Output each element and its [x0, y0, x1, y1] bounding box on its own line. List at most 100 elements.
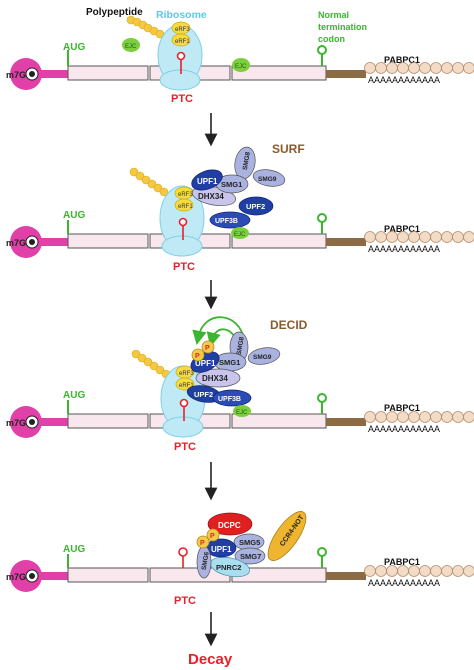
aug-label: AUG	[63, 390, 85, 401]
ejc-downstream	[233, 405, 251, 417]
polypeptide-chain	[129, 167, 169, 197]
smg9-label: SMG9	[253, 354, 272, 361]
pabpc1-label: PABPC1	[384, 557, 420, 567]
normal-stop-icon	[317, 393, 327, 403]
upf3b-protein	[212, 389, 252, 407]
phospho-label-2: P	[210, 533, 215, 540]
smg8-label: SMG8	[242, 151, 252, 171]
upf2-label: UPF2	[194, 390, 213, 399]
m7g-cap: m7G	[6, 560, 42, 592]
erf1-label: eRF1	[178, 204, 193, 210]
polya-tail: AAAAAAAAAAAA	[368, 244, 440, 254]
erf1-label: eRF1	[179, 383, 194, 389]
pabpc1-beads	[364, 565, 474, 577]
ejc-label-1: EJC	[125, 44, 137, 50]
normal-termination-line-3: codon	[318, 34, 345, 44]
ptc-stop-icon	[178, 547, 188, 557]
mrna-strand	[36, 567, 366, 583]
ptc-stop-icon	[176, 51, 186, 61]
m7g-cap: m7G	[6, 58, 42, 90]
smg7-protein	[234, 547, 266, 565]
smg5-label: SMG5	[239, 538, 260, 547]
erf3-label: eRF3	[178, 192, 193, 198]
m7g-cap: m7G	[6, 226, 42, 258]
ribosome: eRF3 eRF1	[157, 21, 203, 91]
m7g-cap: m7G	[6, 406, 42, 438]
decay-complex-proteins: DCPC CCR4-NOT SMG5 SMG7 PNRC2 UPF1 SMG6 …	[196, 511, 307, 579]
aug-label: AUG	[63, 210, 85, 221]
ptc-label: PTC	[173, 261, 195, 273]
ptc-stop-icon	[178, 217, 188, 227]
dhx34-label: DHX34	[202, 374, 228, 383]
smg9-label: SMG9	[258, 176, 277, 183]
panel-initial-complex: Polypeptide Ribosome Normal termination …	[6, 7, 474, 105]
phospho-label-1: P	[195, 353, 200, 360]
erf3-label: eRF3	[179, 371, 194, 377]
mrna-strand	[36, 65, 366, 81]
ejc-downstream	[231, 227, 249, 239]
pnrc2-label: PNRC2	[216, 563, 241, 572]
smg1-label: SMG1	[221, 180, 242, 189]
m7g-label: m7G	[6, 238, 26, 248]
ptc-label: PTC	[174, 441, 196, 453]
polya-tail: AAAAAAAAAAAA	[368, 578, 440, 588]
m7g-label: m7G	[6, 418, 26, 428]
upf2-label: UPF2	[246, 202, 265, 211]
ptc-label: PTC	[171, 93, 193, 105]
ptc-label: PTC	[174, 595, 196, 607]
phospho-marker-1	[196, 535, 210, 549]
phospho-marker-2	[206, 528, 220, 542]
polypeptide-chain	[131, 349, 171, 379]
phospho-label-1: P	[200, 540, 205, 547]
decay-label: Decay	[188, 651, 233, 668]
smg7-label: SMG7	[240, 552, 261, 561]
upf1-label: UPF1	[195, 359, 216, 368]
aug-label: AUG	[63, 42, 85, 53]
panel-surf-complex: SURF m7G AUG eRF3 eR	[6, 142, 474, 273]
upf2-protein	[238, 196, 274, 216]
ptc-stop-icon	[179, 398, 189, 408]
ribosome-label: Ribosome	[156, 9, 207, 21]
upf1-protein	[191, 169, 223, 191]
upf1-label: UPF1	[211, 545, 232, 554]
pabpc1-label: PABPC1	[384, 55, 420, 65]
normal-stop-icon	[317, 213, 327, 223]
pabpc1-label: PABPC1	[384, 224, 420, 234]
smg8-label: SMG8	[236, 336, 246, 356]
normal-termination-label: Normal termination codon	[318, 10, 367, 44]
decid-complex-proteins: SMG8 SMG9 SMG1 DHX34 UPF1 UPF2 UPF3B EJC…	[186, 331, 281, 417]
smg6-label: SMG6	[201, 551, 211, 571]
polypeptide-chain	[126, 15, 165, 39]
ejc-label: EJC	[234, 232, 246, 238]
normal-termination-line-2: termination	[318, 22, 367, 32]
surf-label: SURF	[272, 142, 305, 156]
phosphorylation-arrow-outer	[192, 316, 245, 346]
ejc-label: EJC	[236, 410, 248, 416]
erf1-label: eRF1	[175, 39, 190, 45]
normal-stop-icon	[317, 45, 327, 55]
ribosome: eRF3 eRF1	[160, 365, 206, 438]
upf1-label: UPF1	[197, 177, 218, 186]
upf3b-label: UPF3B	[215, 218, 238, 225]
smg9-protein	[247, 347, 281, 365]
m7g-label: m7G	[6, 70, 26, 80]
smg1-label: SMG1	[219, 358, 240, 367]
polypeptide-label: Polypeptide	[86, 7, 143, 18]
phospho-marker-1	[191, 348, 205, 362]
polya-tail: AAAAAAAAAAAA	[368, 424, 440, 434]
m7g-label: m7G	[6, 572, 26, 582]
ejc-downstream	[232, 58, 250, 72]
pabpc1-beads	[364, 411, 474, 423]
upf3b-label: UPF3B	[218, 396, 241, 403]
ejc-upstream	[122, 38, 140, 52]
pabpc1-label: PABPC1	[384, 403, 420, 413]
erf3-label: eRF3	[175, 27, 190, 33]
phospho-label-2: P	[205, 345, 210, 352]
dcpc-protein	[207, 512, 253, 536]
ribosome: eRF3 eRF1	[159, 185, 205, 257]
dcpc-label: DCPC	[218, 521, 241, 530]
phospho-marker-2	[201, 340, 215, 354]
pabpc1-beads	[364, 231, 474, 243]
pabpc1-beads	[364, 62, 474, 74]
